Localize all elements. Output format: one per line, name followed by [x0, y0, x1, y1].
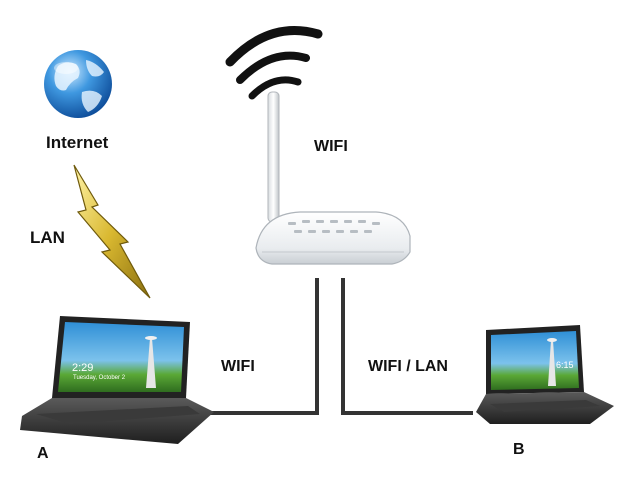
wifi-router-icon — [255, 91, 411, 265]
globe-icon — [44, 50, 112, 118]
laptop-a-link-label: WIFI — [221, 358, 255, 375]
laptop-icon — [476, 325, 614, 424]
laptop-a-clock: 2:29 — [72, 362, 94, 374]
laptop-icon — [20, 316, 214, 444]
internet-label: Internet — [46, 133, 109, 152]
laptop-b-link-label: WIFI / LAN — [368, 358, 448, 375]
laptop-a-date: Tuesday, October 2 — [73, 375, 126, 381]
lightning-bolt-icon — [73, 164, 151, 299]
laptop-a-label: A — [37, 445, 49, 462]
router-wifi-label: WIFI — [314, 138, 348, 155]
connection-lines — [205, 278, 473, 415]
wifi-signal-icon — [225, 26, 323, 100]
lan-label: LAN — [30, 228, 65, 247]
laptop-b-label: B — [513, 441, 525, 458]
laptop-b-clock: 6:15 — [556, 360, 574, 370]
